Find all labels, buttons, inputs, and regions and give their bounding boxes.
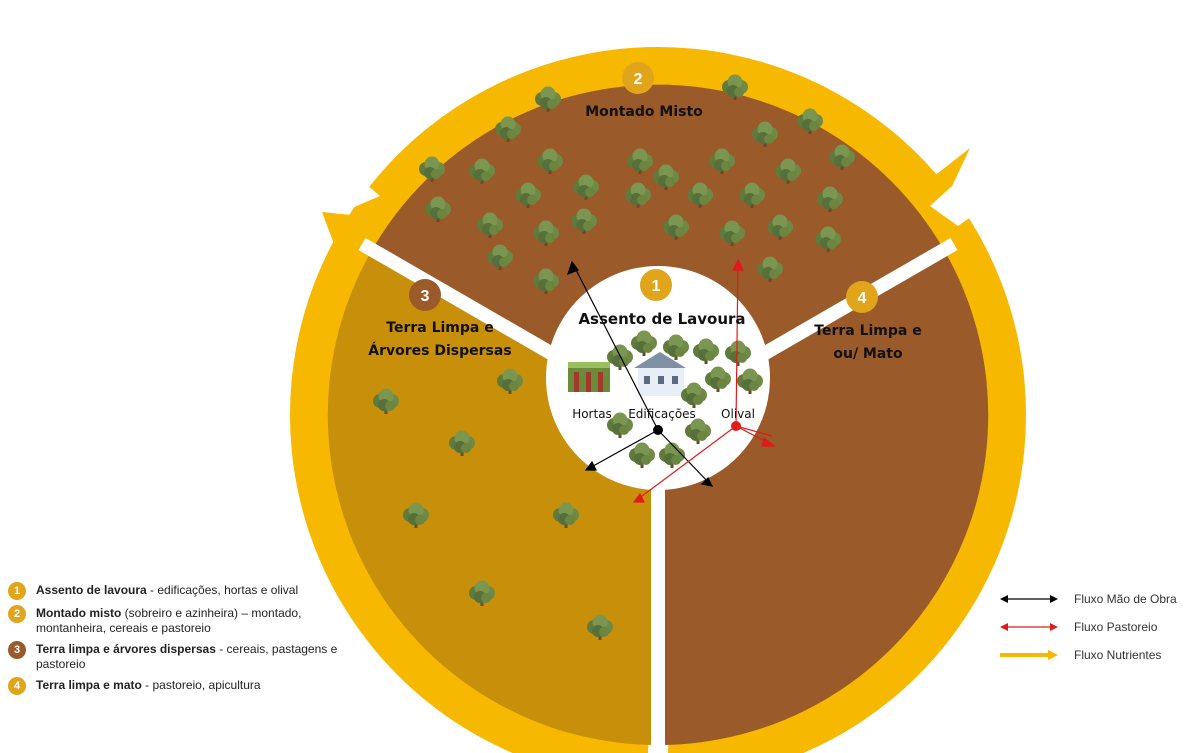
flow-legend: Fluxo Mão de Obra Fluxo Pastoreio Fluxo … bbox=[1000, 585, 1196, 669]
legend-term: Assento de lavoura bbox=[36, 583, 147, 597]
zone-2-title: Montado Misto bbox=[585, 104, 703, 120]
legend-item: 1 Assento de lavoura - edificações, hort… bbox=[8, 583, 388, 600]
arrow-icon bbox=[1000, 650, 1058, 660]
svg-text:4: 4 bbox=[858, 290, 867, 307]
svg-text:3: 3 bbox=[421, 288, 430, 305]
flow-label: Fluxo Pastoreio bbox=[1074, 620, 1157, 634]
legend-badge: 4 bbox=[8, 677, 26, 695]
zone-4-badge: 4 bbox=[846, 281, 878, 313]
svg-text:2: 2 bbox=[634, 71, 643, 88]
legend-item: 4 Terra limpa e mato - pastoreio, apicul… bbox=[8, 678, 388, 695]
legend-description: - pastoreio, apicultura bbox=[142, 678, 261, 692]
flow-legend-labor: Fluxo Mão de Obra bbox=[1000, 585, 1196, 613]
zone-4-title-line2: ou/ Mato bbox=[833, 346, 903, 362]
zone-4-title-line1: Terra Limpa e bbox=[814, 323, 921, 339]
hortas-image bbox=[568, 362, 610, 392]
legend-badge: 3 bbox=[8, 641, 26, 659]
zone-1-badge: 1 bbox=[640, 269, 672, 301]
legend-term: Terra limpa e mato bbox=[36, 678, 142, 692]
legend-term: Montado misto bbox=[36, 606, 121, 620]
double-arrow-icon bbox=[1000, 622, 1058, 632]
hortas-label: Hortas bbox=[572, 407, 612, 421]
flow-legend-nutrients: Fluxo Nutrientes bbox=[1000, 641, 1196, 669]
legend-item: 2 Montado misto (sobreiro e azinheira) –… bbox=[8, 606, 388, 636]
legend-description: - edificações, hortas e olival bbox=[147, 583, 298, 597]
zone-3-badge: 3 bbox=[409, 279, 441, 311]
legend-badge: 2 bbox=[8, 605, 26, 623]
zone-3-title-line1: Terra Limpa e bbox=[386, 320, 493, 336]
zone-1-title: Assento de Lavoura bbox=[578, 310, 745, 328]
edificacoes-label: Edificações bbox=[628, 407, 696, 421]
legend-badge: 1 bbox=[8, 582, 26, 600]
zone-3-title-line2: Árvores Dispersas bbox=[368, 342, 511, 359]
legend-term: Terra limpa e árvores dispersas bbox=[36, 642, 216, 656]
flow-label: Fluxo Mão de Obra bbox=[1074, 592, 1177, 606]
zone-legend: 1 Assento de lavoura - edificações, hort… bbox=[8, 583, 388, 701]
olival-label: Olival bbox=[721, 407, 755, 421]
svg-text:1: 1 bbox=[652, 278, 661, 295]
flow-legend-grazing: Fluxo Pastoreio bbox=[1000, 613, 1196, 641]
double-arrow-icon bbox=[1000, 594, 1058, 604]
zone-2-badge: 2 bbox=[622, 62, 654, 94]
legend-item: 3 Terra limpa e árvores dispersas - cere… bbox=[8, 642, 388, 672]
flow-label: Fluxo Nutrientes bbox=[1074, 648, 1161, 662]
